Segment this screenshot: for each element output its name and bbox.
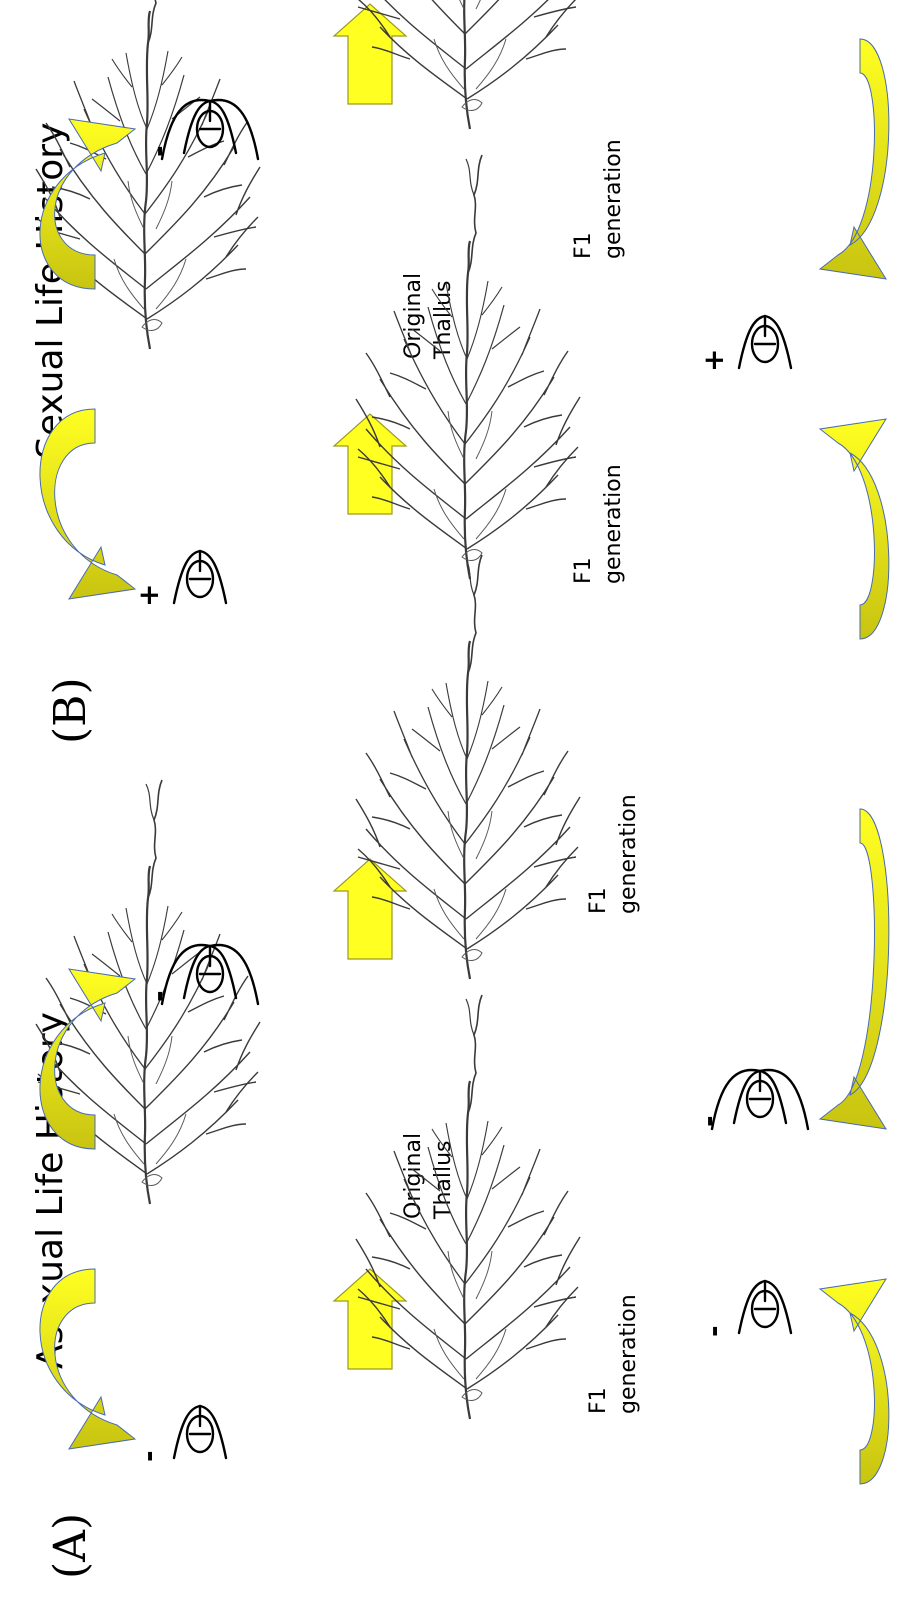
- panel-b-arrow-down-left: [334, 414, 406, 514]
- panel-a-spore-bottom-right-sign: -: [692, 1115, 725, 1127]
- panel-a-spore-top-left-sign: -: [132, 1450, 165, 1462]
- panel-a-f1-left-label-line-2: generation: [616, 1294, 641, 1414]
- panel-a-spore-bottom-left-sign: -: [697, 1325, 730, 1337]
- panel-b-original-label-line-1: Original: [401, 273, 426, 359]
- panel-b-letter: (B): [45, 677, 96, 744]
- spore-icon: [712, 1070, 808, 1129]
- spore-icon: [174, 551, 226, 603]
- panel-b-spore-bottom: +: [697, 316, 791, 372]
- panel-a-spore-bottom-right: -: [692, 1070, 808, 1129]
- panel-b-f1-right-label-line-1: F1: [571, 232, 596, 259]
- curved-arrow-icon: [820, 809, 889, 1129]
- spore-icon: [739, 316, 791, 368]
- panel-b-arrow-bottom-right: [820, 39, 889, 279]
- curved-arrow-icon: [820, 1279, 889, 1484]
- curved-arrow-icon: [40, 409, 135, 599]
- panel-a-arrow-top-left: [40, 1269, 135, 1449]
- panel-b-spore-top-left: +: [132, 551, 226, 607]
- panel-b-f1-left-thallus: [356, 155, 580, 579]
- panel-a-original-label-line-1: Original: [401, 1133, 426, 1219]
- curved-arrow-icon: [820, 419, 889, 639]
- panel-b-spore-top-right: -: [142, 100, 258, 159]
- spore-icon: [162, 100, 258, 159]
- panel-a-arrow-down-left: [334, 1269, 406, 1369]
- panel-a-f1-left-label-line-1: F1: [586, 1387, 611, 1414]
- panel-a-spore-top-left: -: [132, 1406, 226, 1462]
- panel-b-arrow-top-left: [40, 409, 135, 599]
- panel-b-spore-bottom-sign: +: [697, 349, 730, 372]
- panel-b-spore-top-right-sign: -: [142, 145, 175, 157]
- curved-arrow-icon: [40, 1269, 135, 1449]
- panel-a-spore-top-right-sign: -: [142, 990, 175, 1002]
- spore-icon: [174, 1406, 226, 1458]
- panel-b-f1-left-label-line-2: generation: [601, 464, 626, 584]
- panel-a-f1-right-label-line-1: F1: [586, 887, 611, 914]
- panel-b-arrow-bottom-left: [820, 419, 889, 639]
- panel-a-spore-top-right: -: [142, 945, 258, 1004]
- panel-b-title: Sexual Life History: [30, 123, 71, 459]
- curved-arrow-icon: [820, 39, 889, 279]
- panel-a-arrow-bottom-left: [820, 1279, 889, 1484]
- panel-a-f1-right-label-line-2: generation: [616, 794, 641, 914]
- panel-a-arrow-top-right: [40, 969, 135, 1149]
- panel-a-arrow-bottom-right: [820, 809, 889, 1129]
- spore-icon: [739, 1281, 791, 1333]
- panel-a-arrow-down-right: [334, 859, 406, 959]
- panel-b-f1-left-label-line-1: F1: [571, 557, 596, 584]
- panel-a-spore-bottom-left: -: [697, 1281, 791, 1337]
- panel-b-spore-top-left-sign: +: [132, 584, 165, 607]
- curved-arrow-icon: [40, 969, 135, 1149]
- panel-a-letter: (A): [45, 1513, 96, 1579]
- panel-b-f1-right-label-line-2: generation: [601, 139, 626, 259]
